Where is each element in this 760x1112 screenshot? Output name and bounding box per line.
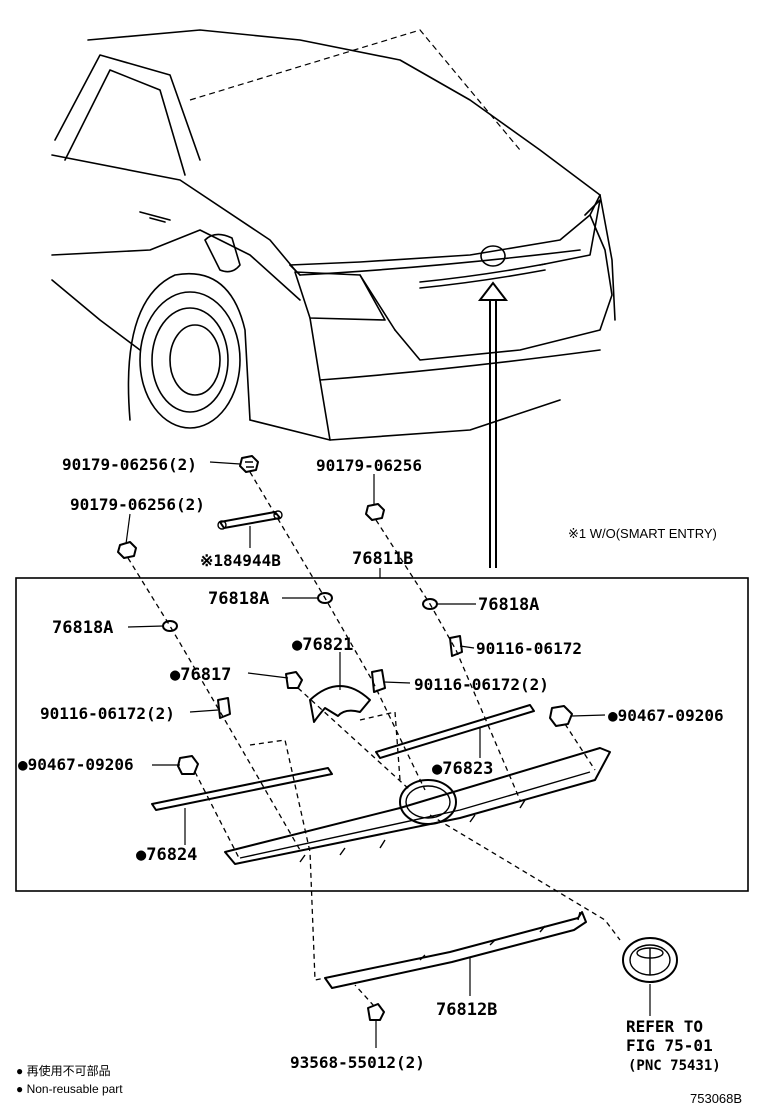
push-clip-right [549, 705, 573, 727]
leader-lines [125, 461, 651, 1048]
label-clip-top-1: 90179-06256(2) [62, 455, 197, 474]
label-clip-left: 90179-06256(2) [70, 495, 205, 514]
label-nut-left: 90116-06172(2) [40, 704, 175, 723]
legend-en: ● Non-reusable part [16, 1082, 123, 1096]
label-rod: ※184944B [200, 551, 281, 570]
clip-left [117, 541, 137, 559]
label-screw: 93568-55012(2) [290, 1053, 425, 1072]
label-refer-fig: FIG 75-01 [626, 1036, 713, 1055]
label-refer-pnc: (PNC 75431) [628, 1058, 721, 1074]
figure-id: 753068B [690, 1091, 742, 1106]
emblem [622, 937, 678, 983]
label-garnish-upper: ●76823 [432, 759, 493, 779]
label-group: 76811B [352, 549, 413, 569]
main-garnish-bar [224, 747, 611, 865]
label-garnish-lower: ●76824 [136, 845, 197, 865]
label-seal-top: 76818A [208, 589, 269, 609]
label-nut-right-top: 90116-06172 [476, 639, 582, 658]
assembly-dashed-lines [127, 471, 621, 1007]
vehicle-rear-illustration [51, 29, 616, 441]
garnish-lower-76824 [151, 767, 333, 811]
screw-93568 [367, 1003, 385, 1021]
clip-76817 [285, 671, 303, 689]
legend-jp: ● 再使用不可部品 [16, 1063, 111, 1078]
label-clip-top-2: 90179-06256 [316, 456, 422, 475]
label-push-right: ●90467-09206 [608, 706, 724, 725]
label-nut-center: 90116-06172(2) [414, 675, 549, 694]
clip-top-center [239, 455, 259, 473]
push-clip-left [177, 755, 199, 775]
seal-76818A-left [162, 620, 178, 632]
label-bracket: ●76821 [292, 635, 353, 655]
label-refer: REFER TO [626, 1017, 703, 1036]
label-clip-a: ●76817 [170, 665, 231, 685]
label-seal-left: 76818A [52, 618, 113, 638]
location-arrow [477, 281, 509, 568]
clip-top-right [365, 503, 385, 521]
nut-left [217, 697, 231, 719]
callouts: 90179-06256(2) 90179-06256 90179-06256(2… [16, 455, 742, 1106]
header-note: ※1 W/O(SMART ENTRY) [568, 526, 717, 541]
garnish-upper-76823 [375, 704, 535, 759]
nut-right-top [449, 635, 463, 657]
nut-center [371, 669, 386, 693]
bracket-76821 [309, 685, 371, 723]
moulding-76812B [324, 911, 587, 989]
assembly-frame [15, 577, 749, 892]
label-seal-right: 76818A [478, 595, 539, 615]
label-push-left: ●90467-09206 [18, 755, 134, 774]
label-moulding: 76812B [436, 1000, 497, 1020]
